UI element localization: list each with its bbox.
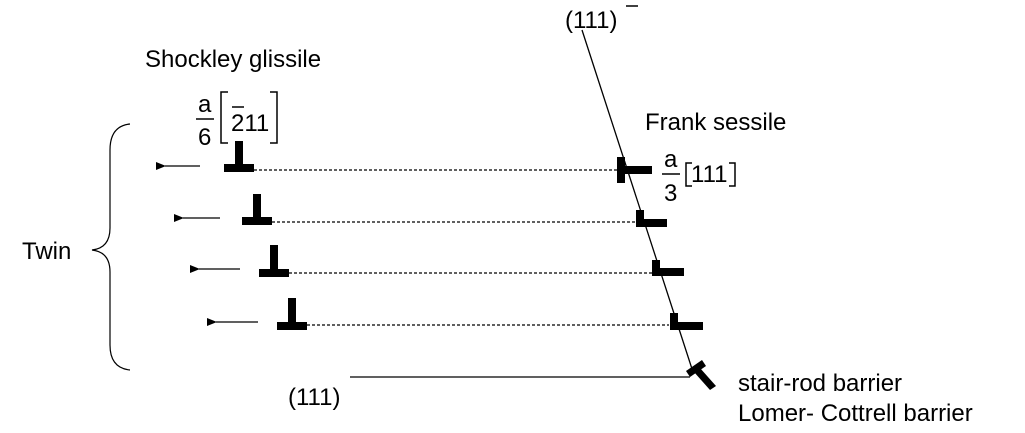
lomer-cottrell-label: Lomer- Cottrell barrier — [738, 400, 973, 427]
frank-partial-4 — [670, 313, 703, 330]
twin-brace — [91, 123, 131, 371]
frank-burgers-vector: a 3 111 — [662, 146, 736, 207]
svg-text:111: 111 — [691, 161, 727, 188]
svg-text:a: a — [198, 91, 212, 118]
shockley-label: Shockley glissile — [145, 46, 321, 73]
shockley-partial-1 — [224, 141, 254, 172]
svg-text:6: 6 — [198, 124, 211, 151]
frank-partial-3 — [652, 260, 684, 276]
plane-111-label: (111) — [288, 384, 340, 411]
frank-label: Frank sessile — [645, 109, 786, 136]
shockley-partial-2 — [242, 194, 272, 225]
stair-rod-label: stair-rod barrier — [738, 370, 902, 397]
plane-11-1-label: (111) — [565, 5, 638, 34]
svg-text:a: a — [664, 146, 678, 173]
stair-rod-dislocation — [686, 360, 716, 390]
svg-text:211: 211 — [231, 110, 269, 137]
shockley-partial-3 — [259, 245, 289, 277]
frank-partial-2 — [636, 210, 667, 227]
svg-text:(111): (111) — [565, 7, 617, 34]
shockley-partial-4 — [277, 298, 307, 330]
shockley-burgers-vector: a 6 211 — [196, 91, 278, 151]
twin-label: Twin — [22, 238, 71, 265]
frank-partial-1 — [617, 157, 652, 183]
svg-text:3: 3 — [664, 180, 677, 207]
